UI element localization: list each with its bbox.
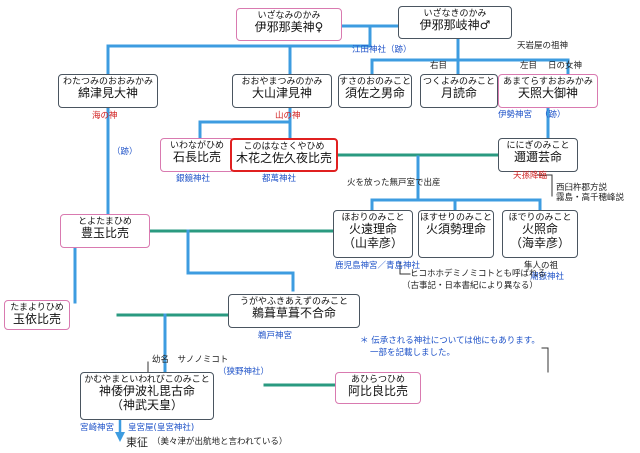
connector-to-ugaya — [186, 229, 295, 292]
box-ninigi: ににぎのみこと 邇邇芸命 — [498, 138, 578, 172]
ruby-watatsumi: わたつみのおおみかみ — [62, 77, 153, 87]
label-hayato: 隼人の祖 — [524, 261, 559, 271]
ruby-jimmu: かむやまといわれびこのみこと — [84, 375, 210, 385]
box-ahira: あひらつひめ 阿比良比売 — [335, 372, 421, 404]
name-hoderi: 火照命 — [521, 222, 558, 237]
ruby-izanagi: いざなきのかみ — [423, 9, 487, 19]
box-jimmu: かむやまといわれびこのみこと 神倭伊波礼毘古命 （神武天皇） — [80, 372, 214, 420]
label-miyazaki-jingu: 宮崎神宮 — [80, 423, 115, 433]
sub-hoori: （山幸彦） — [342, 236, 403, 251]
label-kochiho-1: 西臼杵郡方説 — [556, 183, 608, 193]
ruby-konohanasakuya: このはなさくやひめ — [243, 142, 325, 152]
ruby-amaterasu: あまてらすおおみかみ — [503, 77, 593, 87]
box-susanoo: すさのおのみこと 須佐之男命 — [338, 74, 412, 108]
label-shiotake: 潮嶽神社 — [530, 272, 565, 282]
name-ugaya: 鵜葺草葺不合命 — [251, 306, 336, 321]
name-amaterasu: 天照大御神 — [517, 86, 578, 101]
ruby-toyotama: とよたまひめ — [78, 217, 132, 227]
name-oyamatsumi: 大山津見神 — [251, 86, 312, 101]
label-other-shrines-1: ＊ 伝承される神社については他にもあります。 — [360, 336, 540, 346]
ruby-ugaya: うがやふきあえずのみこと — [239, 297, 348, 307]
box-izanagi: いざなきのかみ 伊邪那岐神♂ — [398, 6, 512, 39]
name-hosuseri: 火須勢理命 — [425, 222, 486, 237]
box-iwanaga: いわながひめ 石長比売 — [160, 138, 234, 172]
name-ninigi: 邇邇芸命 — [513, 150, 562, 165]
connector-oyamatsumi-daughters — [198, 106, 292, 140]
box-ugaya: うがやふきあえずのみこと 鵜葺草葺不合命 — [228, 294, 360, 328]
label-samuno: 幼名 サノノミコト — [152, 355, 229, 365]
label-yama-no-kami: 山の神 — [275, 111, 301, 121]
ruby-ninigi: ににぎのみこと — [506, 141, 570, 151]
label-eta-jinja: 江田神社（跡） — [352, 45, 412, 55]
name-jimmu: 神倭伊波礼毘古命 — [98, 384, 195, 399]
box-tamayori: たまよりひめ 玉依比売 — [4, 300, 70, 330]
label-right-eye: 右目 — [430, 61, 448, 71]
ruby-hoori: ほおりのみこと — [341, 213, 405, 223]
box-hoori: ほおりのみこと 火遠理命 （山幸彦） — [333, 210, 413, 258]
name-izanami: 伊邪那美神♀ — [254, 20, 324, 35]
ruby-tsukuyomi: つくよみのみこと — [422, 77, 495, 87]
name-izanagi: 伊邪那岐神♂ — [419, 18, 491, 33]
label-left-eye: 左目 — [520, 61, 538, 71]
connector-tensonkorin — [537, 174, 553, 197]
ruby-iwanaga: いわながひめ — [169, 141, 224, 151]
label-kagoshima: 鹿児島神宮／青島神社 — [335, 261, 421, 271]
ruby-tamayori: たまよりひめ — [10, 303, 64, 313]
ruby-ahira: あひらつひめ — [350, 375, 405, 385]
label-sun-goddess: 日の女神 — [548, 61, 583, 71]
name-iwanaga: 石長比売 — [172, 150, 221, 165]
label-tenson-korin: 天孫降臨 — [513, 171, 548, 181]
box-amaterasu: あまてらすおおみかみ 天照大御神 — [498, 74, 598, 108]
label-birth-note: 火を放った無戸室で出産 — [347, 178, 441, 188]
label-tsuma-jinja: 都萬神社 — [262, 174, 297, 184]
sub-jimmu: （神武天皇） — [110, 398, 183, 413]
connector-otherline-note — [541, 347, 549, 373]
label-ginan-jinja: 銀鏡神社 — [176, 174, 211, 184]
label-kochiho-2: 霧島・高千穂峰説 — [556, 193, 625, 203]
label-udo-jingu: 鵜戸神宮 — [258, 331, 293, 341]
label-tosei: 東征 — [126, 436, 148, 449]
label-samuno-shrine: （狭野神社） — [218, 367, 270, 377]
connector-izanami-children — [106, 26, 372, 76]
ruby-susanoo: すさのおのみこと — [339, 77, 412, 87]
box-hosuseri: ほすせりのみこと 火須勢理命 — [418, 210, 494, 258]
label-tosei-note: （美々津が出航地と言われている） — [152, 437, 288, 447]
box-tsukuyomi: つくよみのみこと 月読命 — [420, 74, 498, 108]
arrow-head-tosei — [115, 432, 125, 442]
name-watatsumi: 綿津見大神 — [77, 86, 138, 101]
connector-hikohohodemi-note — [399, 261, 411, 275]
connector-ninigi-sons — [370, 155, 542, 212]
label-hikohohodemi-1: ヒコホホデミノミコトとも呼ばれる — [410, 269, 547, 279]
name-toyotama: 豊玉比売 — [80, 226, 129, 241]
label-ato-1: （跡） — [112, 147, 138, 157]
label-umi-no-kami: 海の神 — [92, 111, 118, 121]
ruby-oyamatsumi: おおやまつみのかみ — [241, 77, 323, 87]
label-kogonomiya: 皇宮屋(皇宮神社) — [128, 423, 195, 433]
name-hoori: 火遠理命 — [348, 222, 397, 237]
name-ahira: 阿比良比売 — [347, 384, 408, 399]
ruby-hoderi: ほでりのみこと — [508, 213, 572, 223]
sub-hoderi: （海幸彦） — [509, 236, 570, 251]
box-toyotama: とよたまひめ 豊玉比売 — [60, 214, 150, 248]
box-watatsumi: わたつみのおおみかみ 綿津見大神 — [58, 74, 158, 108]
box-oyamatsumi: おおやまつみのかみ 大山津見神 — [232, 74, 332, 108]
ruby-izanami: いざなみのかみ — [257, 11, 321, 21]
connector-izanagi-children — [370, 35, 570, 76]
name-tsukuyomi: 月読命 — [440, 86, 477, 101]
label-ato-2: （跡） — [540, 110, 566, 120]
name-konohanasakuya: 木花之佐久夜比売 — [235, 151, 332, 166]
label-other-shrines-2: 一部を記載しました。 — [370, 348, 456, 358]
label-amanokoya: 天岩屋の祖神 — [517, 41, 569, 51]
box-hoderi: ほでりのみこと 火照命 （海幸彦） — [502, 210, 578, 258]
label-hikohohodemi-2: （古事記・日本書紀により異なる） — [402, 281, 538, 291]
label-ise-jingu: 伊勢神宮 — [498, 110, 533, 120]
name-tamayori: 玉依比売 — [12, 312, 61, 327]
box-konohanasakuya: このはなさくやひめ 木花之佐久夜比売 — [230, 138, 338, 172]
box-izanami: いざなみのかみ 伊邪那美神♀ — [236, 8, 342, 41]
name-susanoo: 須佐之男命 — [344, 86, 405, 101]
ruby-hosuseri: ほすせりのみこと — [419, 213, 492, 223]
